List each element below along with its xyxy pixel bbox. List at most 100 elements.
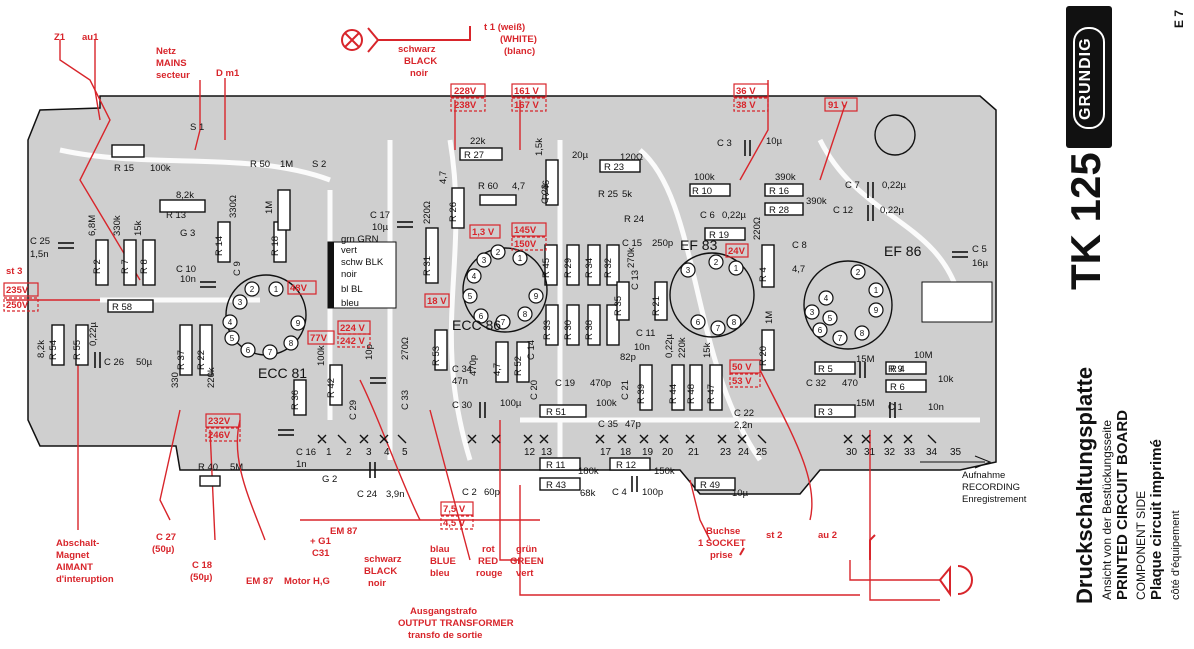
label-r42: R 42: [326, 378, 337, 398]
wire-bl: bl BL: [341, 284, 363, 295]
label-c2: C 2: [462, 487, 477, 498]
rec-en: RECORDING: [962, 482, 1020, 493]
wire-label-box: [327, 241, 397, 309]
ef83-pin-8: 8: [732, 318, 737, 327]
ecc81-pin-6: 6: [246, 346, 251, 355]
voltage-246: 246V: [208, 430, 231, 441]
voltage-18: 18 V: [427, 296, 447, 307]
label-r7: R 7: [120, 259, 131, 274]
value-r50: 1M: [280, 159, 293, 170]
label-s1: S 1: [190, 122, 204, 133]
logo-text: GRUNDIG: [1077, 37, 1094, 120]
label-r55: R 52: [513, 356, 524, 376]
model-title: TK 125: [1062, 152, 1109, 290]
label-r28: R 28: [769, 205, 789, 216]
label-s2: S 2: [312, 159, 326, 170]
callout-grn-de: grün: [516, 544, 537, 555]
label-r9: R 9: [888, 364, 903, 375]
value-c29: 10p: [364, 344, 375, 360]
callout-blue-fr: bleu: [430, 568, 450, 579]
ef86-pin-9: 9: [874, 306, 879, 315]
recording-arrow-head: [974, 455, 992, 469]
label-c14: C 14: [526, 340, 537, 360]
callout-c18v: (50µ): [190, 572, 212, 583]
callout-blue-de: blau: [430, 544, 450, 555]
callout-blk-fr: noir: [368, 578, 386, 589]
subtitle-de: Ansicht von der Bestückungsseite: [1100, 419, 1114, 600]
label-r29: R 29: [563, 258, 574, 278]
ecc86-pin-8: 8: [523, 310, 528, 319]
label-r52: R 54: [48, 340, 59, 360]
label-c15: C 15: [622, 238, 642, 249]
callout-em87b: EM 87: [330, 526, 357, 537]
label-r32: R 32: [603, 258, 614, 278]
callout-au2: au 2: [818, 530, 837, 541]
ecc86-pin-5: 5: [468, 292, 473, 301]
label-r53: R 55: [72, 340, 83, 360]
voltage-50: 50 V: [732, 362, 752, 373]
value-r15: 100k: [150, 163, 171, 174]
ef83-pin-6: 6: [696, 318, 701, 327]
terminal-17: 17: [600, 447, 612, 458]
voltage-36: 36 V: [736, 86, 756, 97]
label-r56: 4,7: [492, 363, 503, 376]
callout-xfmr-en: OUTPUT TRANSFORMER: [398, 618, 514, 629]
callout-blk-en: BLACK: [364, 566, 397, 577]
value-c5: 16µ: [972, 258, 989, 269]
label-r49: R 49: [700, 480, 720, 491]
ecc86-pin-2: 2: [496, 248, 501, 257]
callout-motor: Motor H,G: [284, 576, 330, 587]
label-r40: R 40: [198, 462, 218, 473]
voltage-24: 24V: [728, 246, 746, 257]
value-c2: 60p: [484, 487, 500, 498]
value-c25: 1,5n: [30, 249, 49, 260]
value-r51: 100k: [596, 398, 617, 409]
value-r12: 150k: [654, 466, 675, 477]
label-c29: C 29: [348, 400, 359, 420]
label-r5: R 5: [818, 364, 833, 375]
label-r13: R 13: [166, 210, 186, 221]
callout-grn-fr: vert: [516, 568, 534, 579]
callout-spk-en: BLACK: [404, 56, 437, 67]
value-82p: 82p: [620, 352, 636, 363]
callout-socket-en: 1 SOCKET: [698, 538, 746, 549]
label-r31: R 31: [422, 256, 433, 276]
voltage-4-5: 4,5 V: [443, 518, 466, 529]
label-r16: R 16: [769, 186, 789, 197]
voltage-242: 242 V: [340, 336, 365, 347]
voltage-91: 91 V: [828, 100, 848, 111]
ef86-pin-8: 8: [860, 329, 865, 338]
terminal-13: 13: [541, 447, 553, 458]
ef86-pin-4: 4: [824, 294, 829, 303]
terminal-34: 34: [926, 447, 938, 458]
value-270k: 270k: [626, 247, 637, 268]
value-220k: 220k: [677, 337, 688, 358]
label-r24: R 24: [624, 214, 644, 225]
subtitle-en: COMPONENT SIDE: [1134, 490, 1148, 600]
label-r11: R 11: [546, 460, 565, 471]
ef86-pin-3: 3: [810, 308, 815, 317]
ef86-pin-2: 2: [856, 268, 861, 277]
value-c17: 10µ: [372, 222, 389, 233]
ecc86-pin-4: 4: [472, 272, 477, 281]
voltage-232: 232V: [208, 416, 231, 427]
callout-red-fr: rouge: [476, 568, 502, 579]
label-r8: R 8: [139, 259, 150, 274]
value-r6: 10k: [938, 374, 954, 385]
value-r37: 330: [170, 372, 181, 388]
wire-labels: grn GRN vert schw BLK noir bl BL bleu: [341, 234, 384, 309]
ecc81-pin-2: 1: [274, 285, 279, 294]
ef83-pin-1: 1: [734, 264, 739, 273]
ecc86-pin-7: 7: [501, 318, 506, 327]
tube-ef83: EF 83: [680, 237, 718, 253]
label-c5: C 5: [972, 244, 987, 255]
label-c17: C 17: [370, 210, 390, 221]
ecc86-pin-1: 1: [518, 254, 523, 263]
label-r51: R 51: [546, 407, 566, 418]
pcb-outline: [27, 95, 997, 495]
callout-st2: st 2: [766, 530, 782, 541]
label-r34: R 34: [584, 258, 595, 278]
terminal-2: 2: [346, 447, 352, 458]
label-c24: C 24: [357, 489, 377, 500]
value-r28: 390k: [806, 196, 827, 207]
